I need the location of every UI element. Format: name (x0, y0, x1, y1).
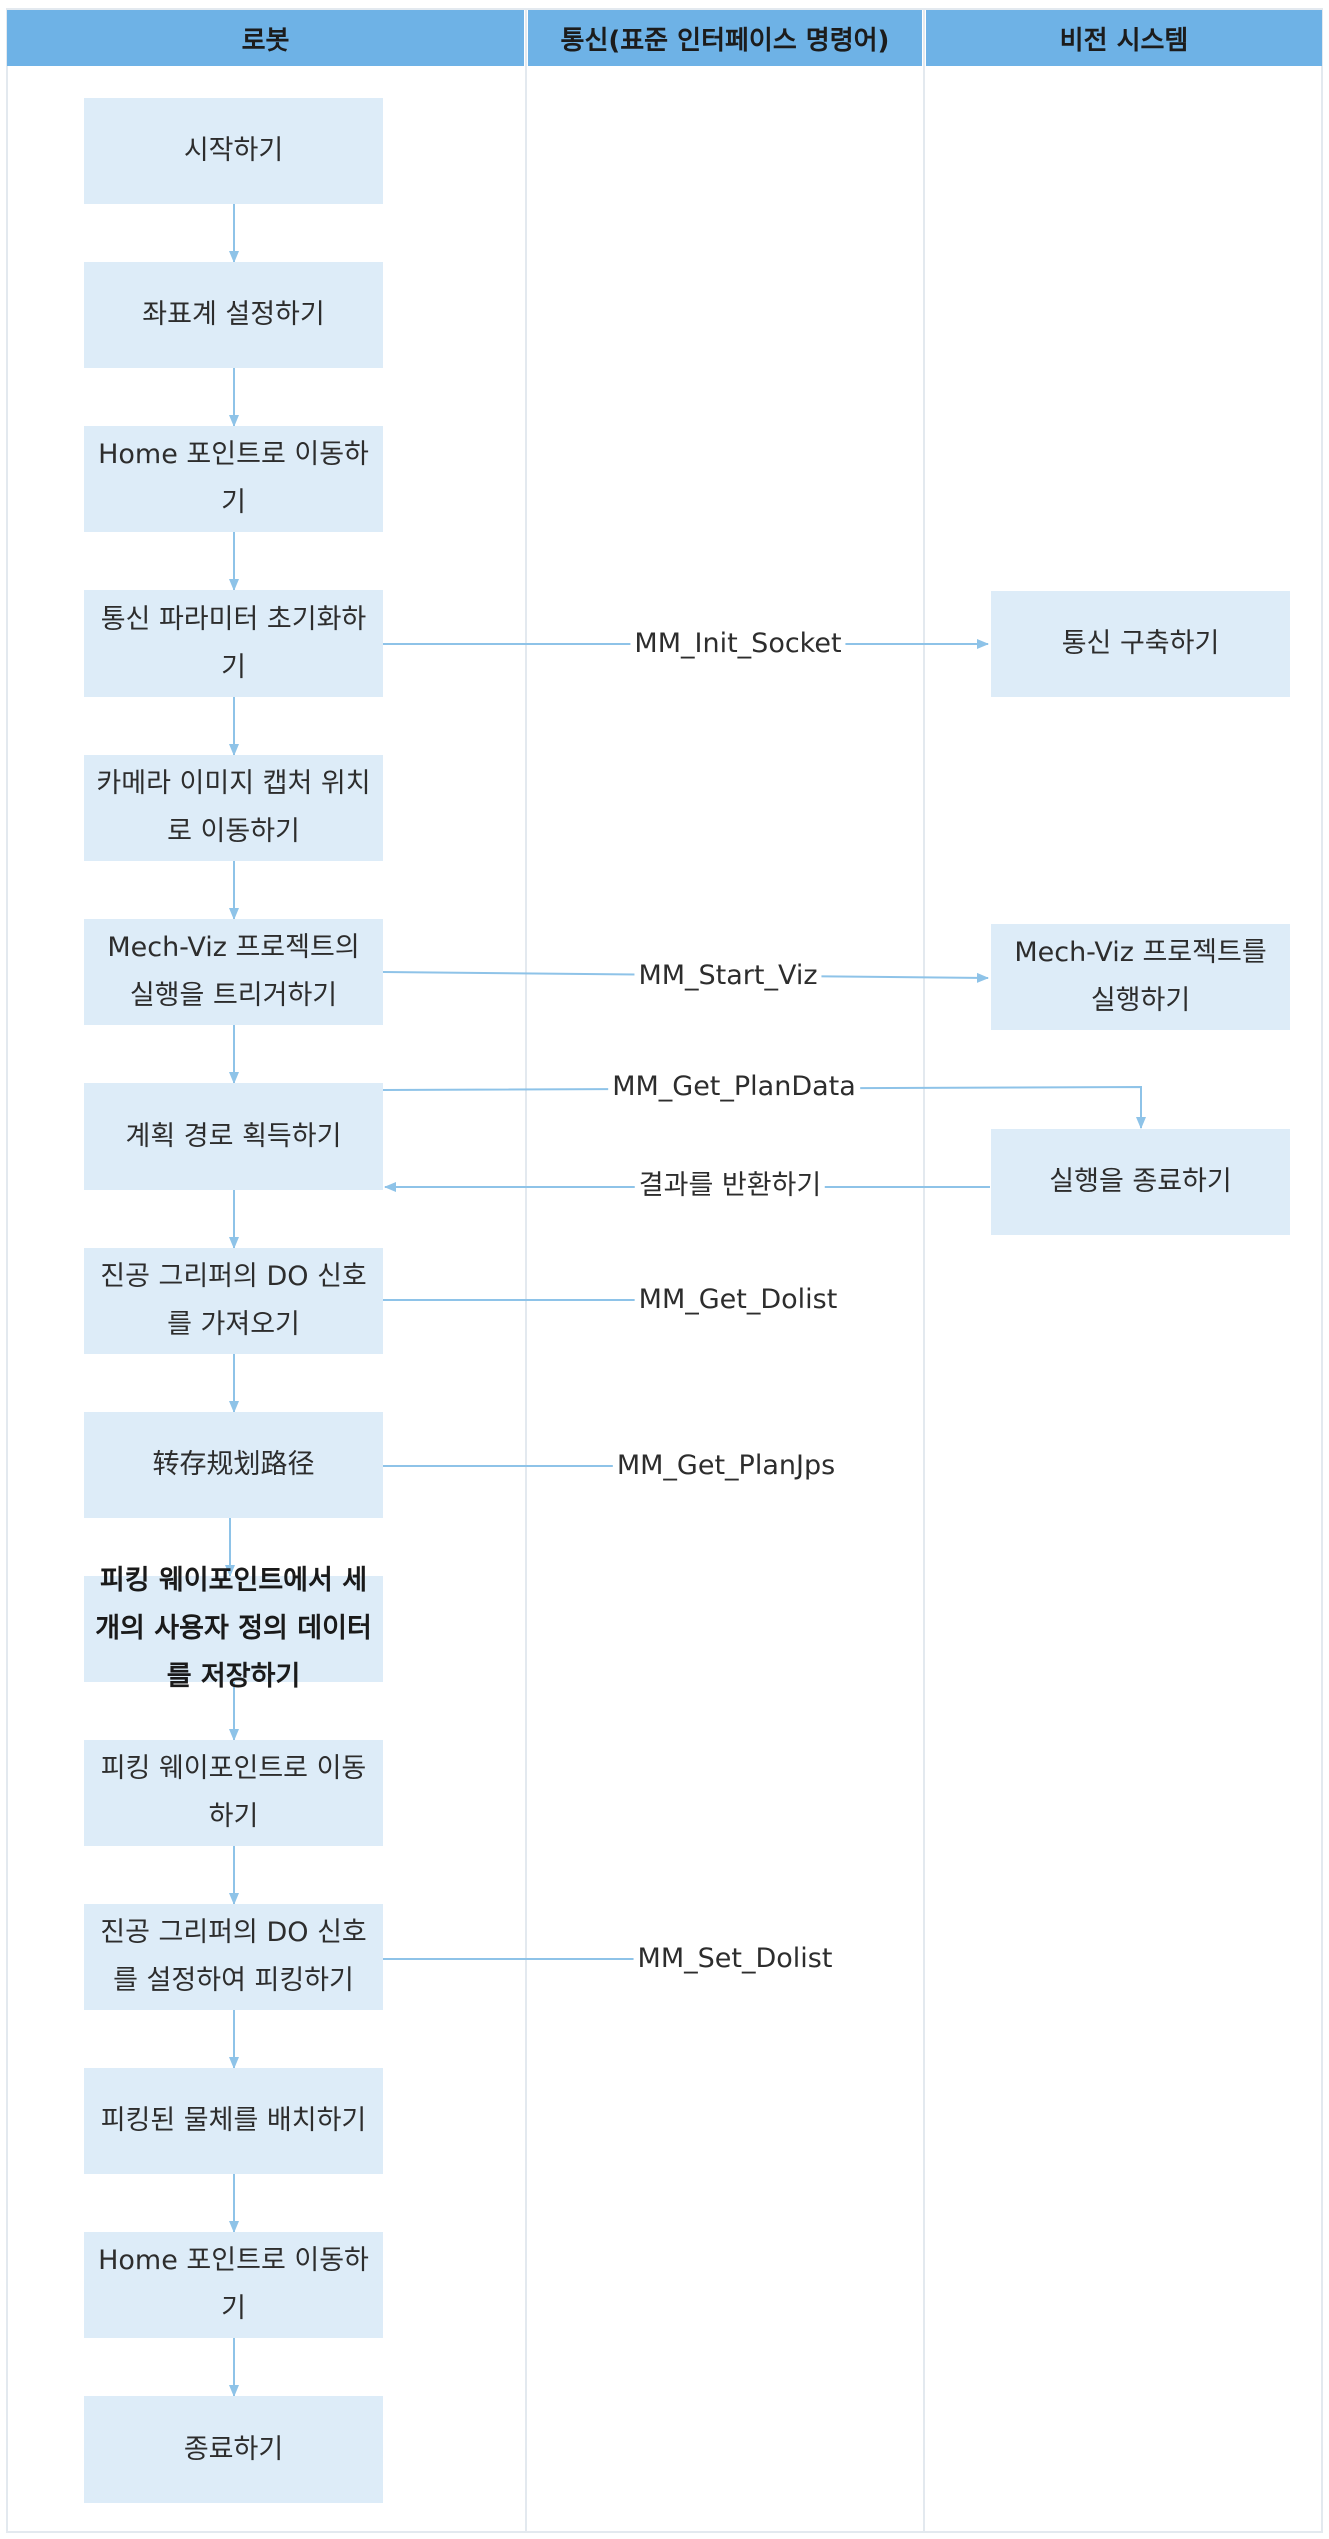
robot-step-trigger-viz: Mech-Viz 프로젝트의 실행을 트리거하기 (84, 919, 383, 1025)
command-get-dolist: MM_Get_Dolist (634, 1283, 842, 1317)
lane-header-robot: 로봇 (7, 10, 524, 66)
robot-step-move-home-2: Home 포인트로 이동하기 (84, 2232, 383, 2338)
vision-step-run-viz: Mech-Viz 프로젝트를 실행하기 (991, 924, 1290, 1030)
vision-step-build-comm: 통신 구축하기 (991, 591, 1290, 697)
diagram-frame (6, 8, 1323, 2533)
lane-divider-1 (525, 10, 527, 2531)
robot-step-set-do-pick: 진공 그리퍼의 DO 신호를 설정하여 피킹하기 (84, 1904, 383, 2010)
robot-step-move-home-1: Home 포인트로 이동하기 (84, 426, 383, 532)
command-return-result: 결과를 반환하기 (634, 1169, 826, 1203)
robot-step-set-coords: 좌표계 설정하기 (84, 262, 383, 368)
robot-step-get-do: 진공 그리퍼의 DO 신호를 가져오기 (84, 1248, 383, 1354)
robot-step-start: 시작하기 (84, 98, 383, 204)
robot-step-move-capture: 카메라 이미지 캡처 위치로 이동하기 (84, 755, 383, 861)
lane-header-communication: 통신(표준 인터페이스 명령어) (528, 10, 922, 66)
command-set-dolist: MM_Set_Dolist (633, 1942, 837, 1976)
command-get-plan-jps: MM_Get_PlanJps (612, 1449, 840, 1483)
robot-step-move-pick: 피킹 웨이포인트로 이동하기 (84, 1740, 383, 1846)
robot-step-save-custom: 피킹 웨이포인트에서 세 개의 사용자 정의 데이터를 저장하기 (84, 1565, 383, 1692)
vision-step-finish-run: 실행을 종료하기 (991, 1129, 1290, 1235)
robot-step-store-path: 转存规划路径 (84, 1412, 383, 1518)
command-get-plan-data: MM_Get_PlanData (608, 1070, 860, 1104)
robot-step-init-comm: 통신 파라미터 초기화하기 (84, 590, 383, 697)
robot-step-get-path: 계획 경로 획득하기 (84, 1083, 383, 1190)
lane-header-vision: 비전 시스템 (926, 10, 1322, 66)
robot-step-place: 피킹된 물체를 배치하기 (84, 2068, 383, 2174)
robot-step-end: 종료하기 (84, 2396, 383, 2503)
command-init-socket: MM_Init_Socket (630, 627, 846, 661)
command-start-viz: MM_Start_Viz (634, 959, 822, 993)
lane-divider-2 (923, 10, 925, 2531)
